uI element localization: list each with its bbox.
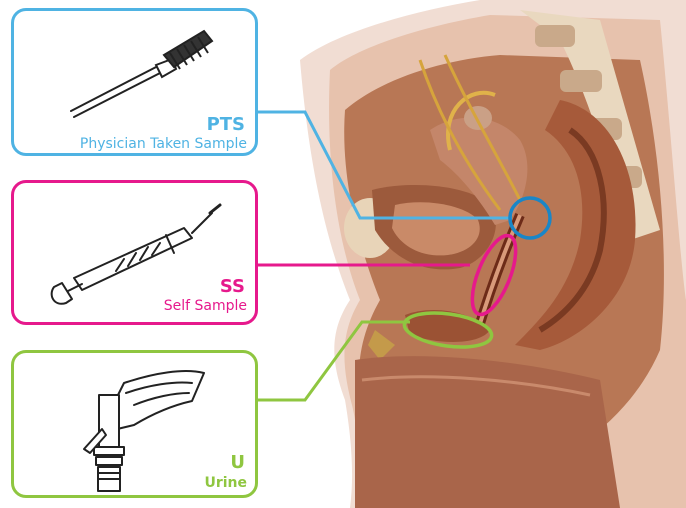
urine-collector-icon	[14, 353, 255, 495]
u-code: U	[230, 453, 245, 473]
u-card: U Urine	[11, 350, 258, 498]
pts-label: Physician Taken Sample	[80, 136, 247, 152]
ss-card: SS Self Sample	[11, 180, 258, 325]
pts-card: PTS Physician Taken Sample	[11, 8, 258, 156]
u-label: Urine	[204, 475, 247, 491]
ss-code: SS	[220, 277, 245, 297]
pts-code: PTS	[207, 115, 245, 135]
ss-label: Self Sample	[164, 298, 247, 314]
